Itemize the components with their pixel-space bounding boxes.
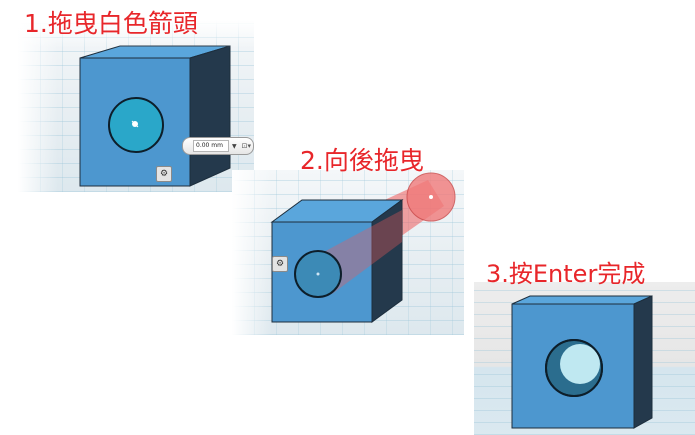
viewport-step-1[interactable]: 0.00 mm ▼ ⊡▾ ⚙	[18, 20, 254, 192]
through-hole-light	[560, 344, 600, 384]
cube-side-face	[633, 295, 653, 429]
cube-model-step-3	[511, 295, 653, 429]
gear-icon-2[interactable]: ⚙	[272, 256, 288, 272]
viewport-step-2[interactable]: ⚙	[232, 170, 464, 335]
step-2-label: 2.向後拖曳	[300, 146, 424, 175]
step-3-label: 3.按Enter完成	[486, 260, 646, 288]
viewport-step-3[interactable]	[474, 282, 695, 435]
options-icon[interactable]: ⊡▾	[241, 142, 252, 150]
dimension-value-field[interactable]: 0.00 mm	[193, 140, 229, 152]
step-1-label: 1.拖曳白色箭頭	[24, 9, 198, 38]
gear-icon[interactable]: ⚙	[156, 166, 172, 182]
cube-model-step-2	[270, 172, 456, 323]
cube-side-face	[189, 45, 231, 187]
cube-model-step-1	[79, 45, 231, 187]
cube-top-face	[511, 295, 653, 305]
dimension-input-box[interactable]: 0.00 mm ▼ ⊡▾	[182, 137, 254, 155]
triangle-down-icon[interactable]: ▼	[232, 142, 237, 150]
